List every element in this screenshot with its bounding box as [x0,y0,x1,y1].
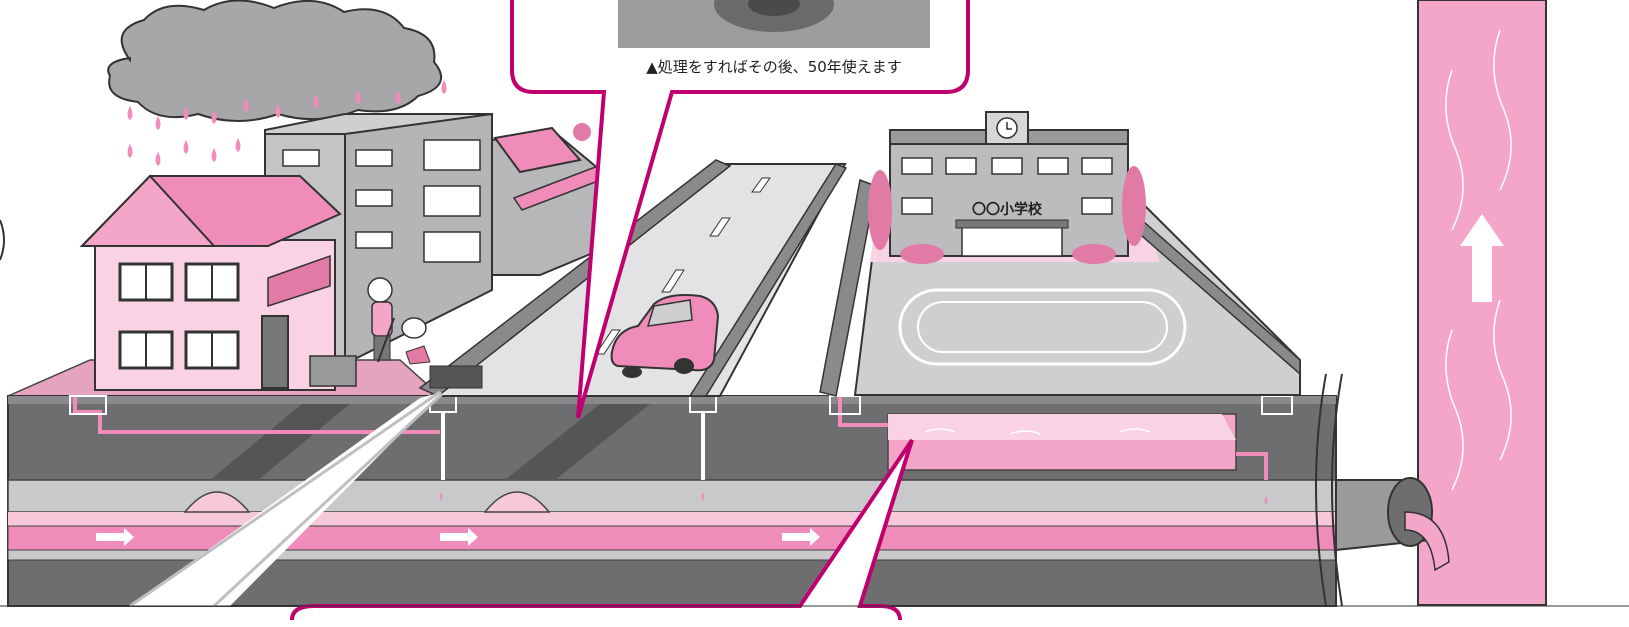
river [1417,0,1547,606]
house [79,174,357,391]
rain-cloud-icon [107,0,443,122]
callout-caption: ▲処理をすればその後、50年使えます [646,58,902,76]
callout-top: ▲処理をすればその後、50年使えます [510,0,970,419]
raindrop-icon [127,80,447,166]
road [418,159,848,397]
callout-bottom-pointers [0,390,1629,621]
person-sweeping-icon [367,277,431,365]
main-flow-arrow-icon [96,528,820,546]
river-flow-arrow-icon [1460,214,1504,302]
school-name: 〇〇小学校 [972,201,1043,218]
car-icon [610,294,720,378]
clock-icon [996,117,1018,139]
shop-building [491,123,608,276]
outfall-pipe [1315,373,1450,607]
school-grounds: 〇〇小学校 [819,111,1301,397]
